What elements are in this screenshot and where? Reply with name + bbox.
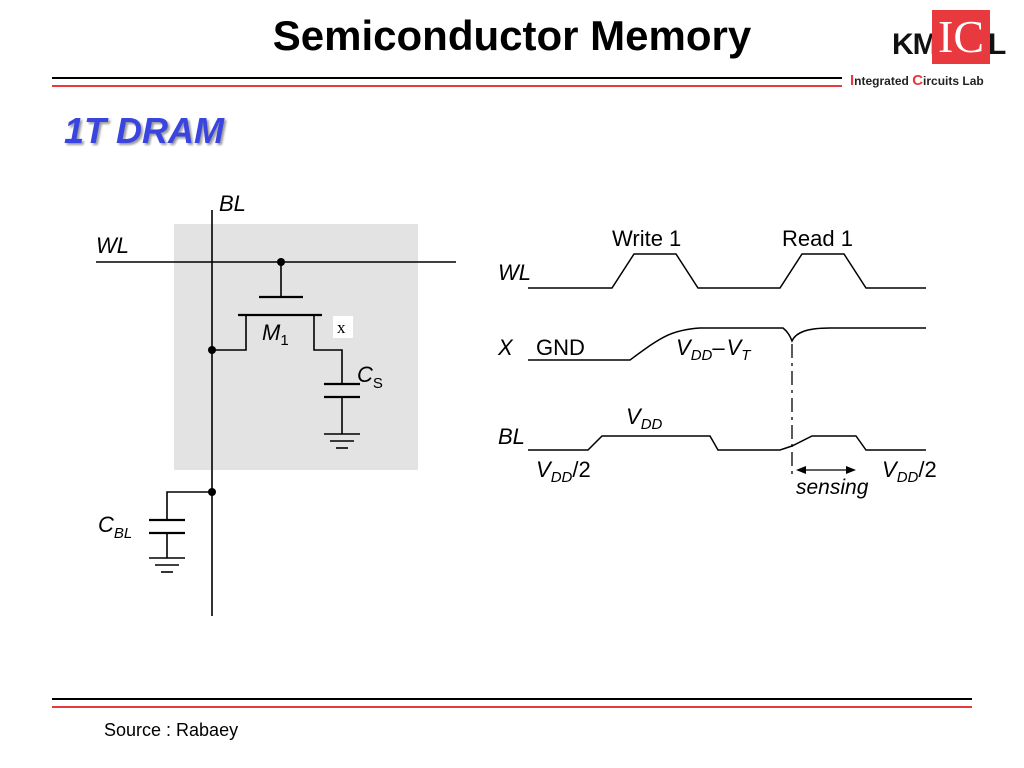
slide-subtitle: 1T DRAM [64,110,224,151]
logo-l-text: L [988,28,1007,61]
logo-ic-text: IC [938,11,984,62]
label-write1: Write 1 [612,226,681,251]
cbl-wire [166,491,212,520]
drain-wire [212,315,247,351]
x-waveform [528,327,926,361]
kmicl-logo: KM IC L Integrated Circuits Lab [850,8,1010,93]
label-vdd-minus-vt: VDD–VT [676,335,752,364]
label-gnd: GND [536,335,585,360]
source-wire [313,315,343,384]
label-m1: M1 [262,320,289,349]
label-cs: CS [357,362,383,392]
node-x-box [333,316,353,338]
label-bl-trace: BL [498,424,525,449]
bl-waveform [528,435,926,451]
label-vdd-high: VDD [626,404,663,433]
sensing-arrow-right-head [846,466,856,474]
logo-tagline: Integrated Circuits Lab [850,72,984,89]
label-x-trace: X [497,335,514,360]
label-vdd-half-right: VDD/2 [882,457,937,486]
label-cbl: CBL [98,512,132,542]
wl-waveform [528,253,926,289]
label-bl: BL [219,191,246,216]
logo-km-text: KM [892,28,938,61]
sensing-arrow-left-head [796,466,806,474]
label-sensing: sensing [796,476,869,499]
drain-junction [208,346,216,354]
label-wl: WL [96,233,129,258]
label-wl-trace: WL [498,260,531,285]
logo-red-box [932,10,990,64]
label-node-x: x [337,318,346,337]
label-read1: Read 1 [782,226,853,251]
slide-title: Semiconductor Memory [272,12,752,59]
cell-shading [174,224,418,470]
label-vdd-half-left: VDD/2 [536,457,591,486]
source-citation: Source : Rabaey [104,720,239,740]
